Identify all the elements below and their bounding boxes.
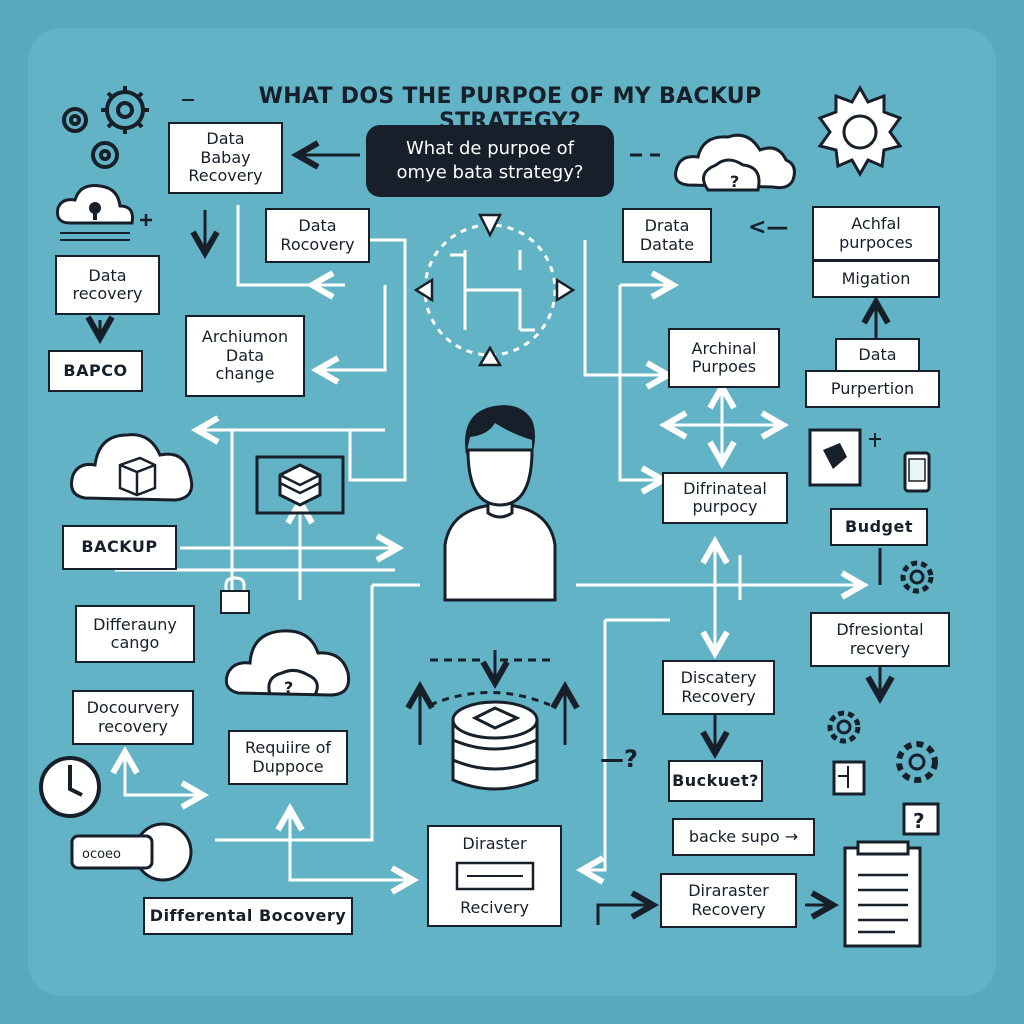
- archinal-purpoes-box: Archinal Purpoes: [668, 328, 780, 388]
- data-babay-recovery-box: Data Babay Recovery: [168, 122, 283, 194]
- disaster-subtitle: Recivery: [460, 897, 529, 917]
- database-icon: [451, 700, 539, 791]
- data-recovery-left-box: Data recovery: [55, 255, 160, 315]
- phone-icon: [903, 451, 931, 493]
- database-stack-icon: [255, 455, 345, 515]
- plus-icon: [182, 99, 194, 101]
- differental-recovery-box: Differental Bocovery: [143, 897, 353, 935]
- migation-box: Migation: [812, 260, 940, 298]
- cloud-lock-icon: [56, 184, 152, 241]
- line: [288, 812, 410, 880]
- svg-text:?: ?: [284, 678, 293, 697]
- badge-tag-icon: ocoeo: [70, 822, 193, 882]
- bapco-box: BAPCO: [48, 350, 143, 392]
- disaster-recovery-center-box: Diraster Recivery: [427, 825, 562, 927]
- gear-icon: [827, 710, 861, 744]
- cloud-question-icon: ?: [224, 629, 351, 697]
- data-right-box: Data: [835, 338, 920, 372]
- badge-code: ocoeo: [82, 847, 121, 862]
- compass-icon: [423, 223, 557, 357]
- question-mark: —?: [600, 745, 638, 773]
- archiumon-box: Archiumon Data change: [185, 315, 305, 397]
- gear-outline-icon: [817, 84, 903, 178]
- window-icon: [832, 760, 866, 796]
- left-arrow-mark: <—: [748, 215, 789, 240]
- central-question: What de purpoe of omye bata strategy?: [366, 125, 614, 197]
- line: [585, 620, 607, 870]
- drata-datate-box: Drata Datate: [622, 208, 712, 263]
- disaster-title: Diraster: [462, 834, 527, 853]
- line: [348, 238, 407, 482]
- window-icon: [455, 861, 534, 891]
- gear-icon: [896, 741, 938, 783]
- line: [618, 285, 660, 480]
- line: [583, 240, 665, 375]
- backup-box: BACKUP: [62, 525, 177, 570]
- image-frame-icon: [808, 428, 881, 487]
- difinateal-purpocy-box: Difrinateal purpocy: [662, 472, 788, 524]
- achial-purpoces-box: Achfal purpoces: [812, 206, 940, 261]
- gears-icon: [62, 86, 149, 169]
- budget-box: Budget: [830, 508, 928, 546]
- line: [215, 585, 374, 842]
- svg-text:?: ?: [913, 809, 925, 833]
- docovery-box: Docourvery recovery: [72, 690, 194, 745]
- data-recovery-box: Data Rocovery: [265, 208, 370, 263]
- diffenuny-box: Differauny cango: [75, 605, 195, 663]
- cloud-box-icon: [70, 433, 194, 502]
- bucket-box: Buckuet?: [668, 760, 763, 802]
- dfresiontal-recvery-box: Dfresiontal recvery: [810, 612, 950, 667]
- lock-icon: [220, 576, 250, 614]
- gear-icon: [900, 560, 934, 594]
- svg-text:?: ?: [730, 172, 739, 191]
- discatery-recovery-box: Discatery Recovery: [662, 660, 775, 715]
- line: [429, 691, 551, 707]
- question-box-icon: ?: [902, 802, 940, 836]
- disaraster-recovery-box: Diraraster Recovery: [660, 873, 797, 928]
- purpertion-box: Purpertion: [805, 370, 940, 408]
- backe-supo-box: backe supo →: [672, 818, 815, 856]
- line: [320, 285, 387, 370]
- person-avatar: [443, 405, 557, 602]
- line: [123, 760, 200, 795]
- require-box: Requiire of Duppoce: [228, 730, 348, 785]
- clock-icon: [39, 756, 101, 818]
- document-icon: [843, 840, 922, 948]
- cloud-question-icon: ?: [674, 133, 796, 192]
- diagram-title: WHAT DOS THE PURPOE OF MY BACKUP STRATEG…: [258, 84, 762, 134]
- line: [596, 905, 650, 925]
